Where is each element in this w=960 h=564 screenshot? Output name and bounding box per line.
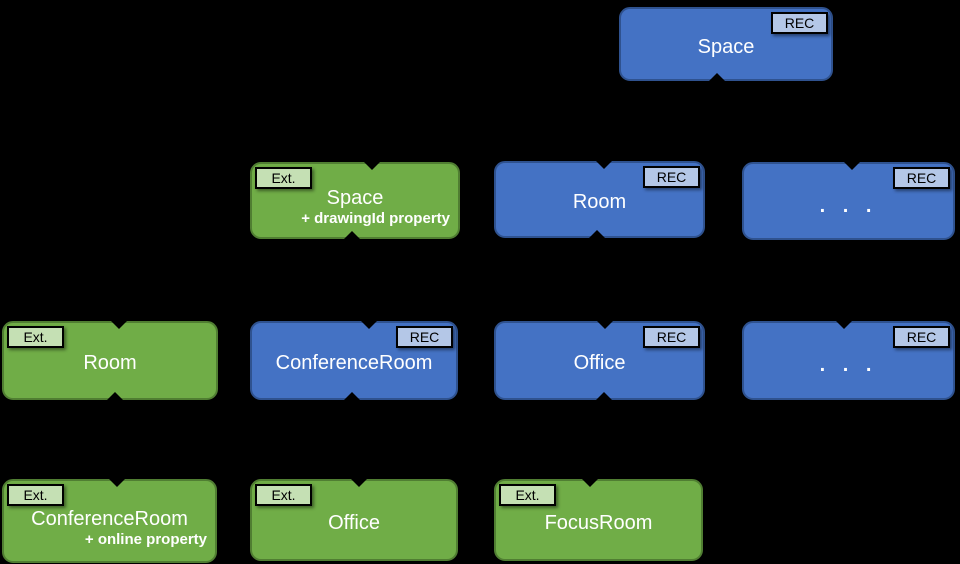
arrowhead-notch xyxy=(582,479,598,487)
node-room-rec: REC Room xyxy=(494,161,705,238)
rec-badge: REC xyxy=(396,326,453,348)
arrowhead-notch xyxy=(344,392,360,400)
node-office-rec: REC Office xyxy=(494,321,705,400)
node-label: FocusRoom xyxy=(544,511,653,534)
node-conferenceroom-ext: Ext. ConferenceRoom + online property xyxy=(2,479,217,563)
ext-badge: Ext. xyxy=(255,484,312,506)
node-sublabel: + drawingId property xyxy=(301,210,450,227)
ext-badge: Ext. xyxy=(255,167,312,189)
node-label: ConferenceRoom xyxy=(275,352,433,374)
rec-badge: REC xyxy=(893,326,950,348)
arrowhead-notch xyxy=(107,392,123,400)
node-sublabel: + online property xyxy=(84,530,207,548)
node-label: . . . xyxy=(819,194,878,217)
arrowhead-notch xyxy=(836,321,852,329)
arrowhead-notch xyxy=(596,161,612,169)
ext-badge: Ext. xyxy=(7,484,64,506)
arrowhead-notch xyxy=(111,321,127,329)
node-label: Office xyxy=(573,352,626,374)
node-space-rec: REC Space xyxy=(619,7,833,81)
node-office-ext: Ext. Office xyxy=(250,479,458,561)
arrowhead-notch xyxy=(589,230,605,238)
rec-badge: REC xyxy=(643,166,700,188)
arrowhead-notch xyxy=(844,162,860,170)
node-room-ext: Ext. Room xyxy=(2,321,218,400)
arrowhead-notch xyxy=(109,479,125,487)
node-label: ConferenceRoom xyxy=(31,507,188,530)
node-label: Space xyxy=(697,35,755,58)
node-label: Room xyxy=(572,191,627,213)
ext-badge: Ext. xyxy=(499,484,556,506)
arrowhead-notch xyxy=(709,73,725,81)
arrowhead-notch xyxy=(351,479,367,487)
node-label: Space xyxy=(326,187,384,209)
arrowhead-notch xyxy=(596,392,612,400)
arrowhead-notch xyxy=(344,231,360,239)
rec-badge: REC xyxy=(893,167,950,189)
rec-badge: REC xyxy=(643,326,700,348)
rec-badge: REC xyxy=(771,12,828,34)
node-label: . . . xyxy=(819,354,878,376)
node-space-ext: Ext. Space + drawingId property xyxy=(250,162,460,239)
node-ellipsis-rec-1: REC . . . xyxy=(742,162,955,240)
node-ellipsis-rec-2: REC . . . xyxy=(742,321,955,400)
arrowhead-notch xyxy=(361,321,377,329)
node-label: Room xyxy=(83,352,137,374)
node-focusroom-ext: Ext. FocusRoom xyxy=(494,479,703,561)
node-conferenceroom-rec: REC ConferenceRoom xyxy=(250,321,458,400)
arrowhead-notch xyxy=(597,321,613,329)
node-label: Office xyxy=(328,511,380,534)
arrowhead-notch xyxy=(364,162,380,170)
ext-badge: Ext. xyxy=(7,326,64,348)
